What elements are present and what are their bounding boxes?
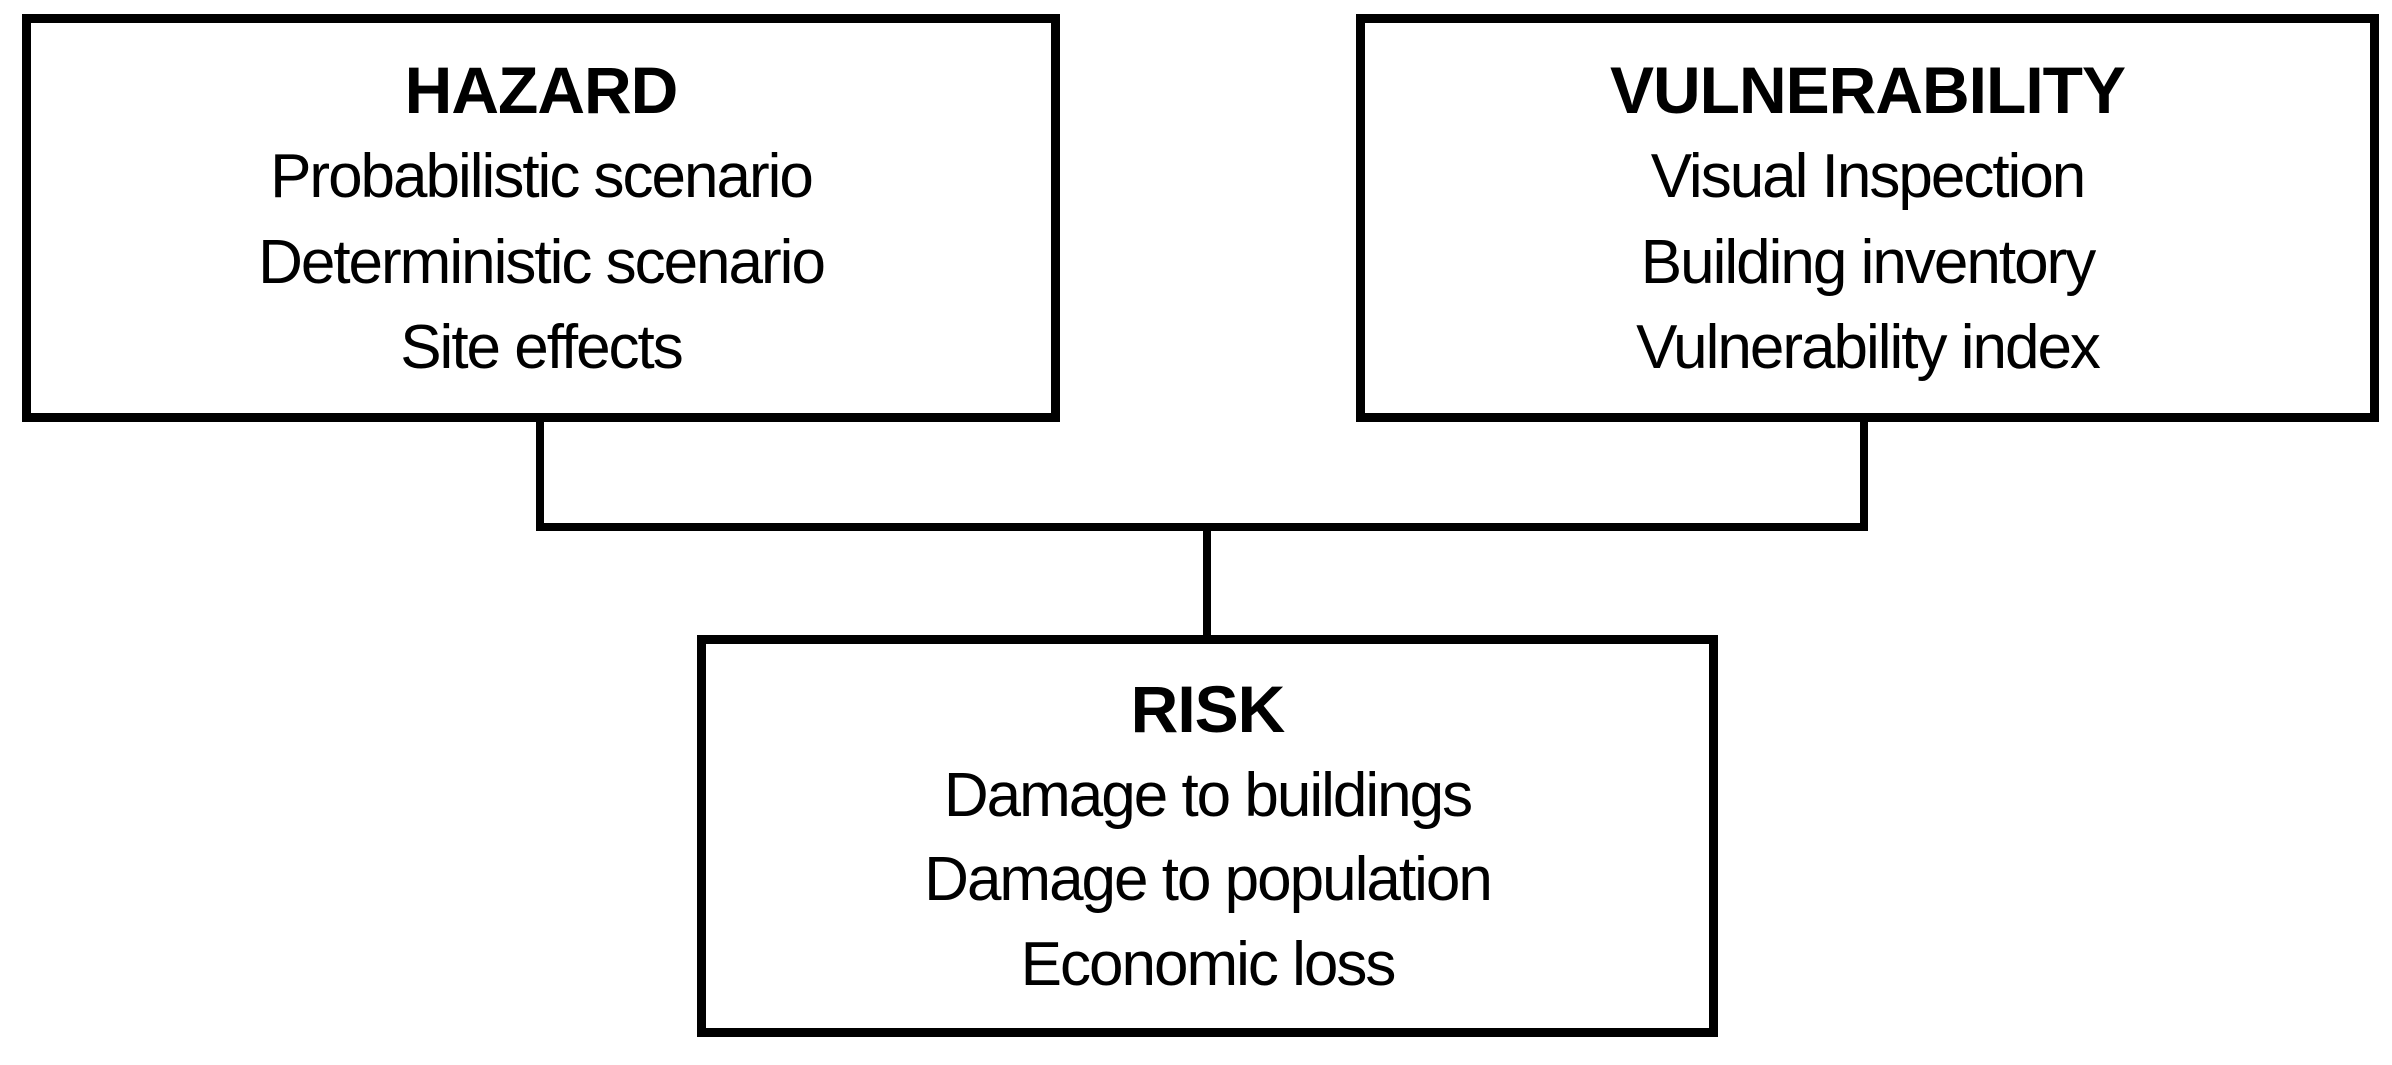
connector-line-hazard-stub [536, 420, 544, 531]
hazard-box-item: Probabilistic scenario [270, 142, 814, 212]
risk-box: RISK Damage to buildings Damage to popul… [697, 635, 1718, 1037]
connector-line-risk-stub [1203, 529, 1211, 637]
vulnerability-box-title: VULNERABILITY [1610, 52, 2126, 127]
vulnerability-box-item: Visual Inspection [1650, 142, 2087, 212]
hazard-box-title: HAZARD [404, 52, 679, 127]
risk-box-item: Damage to population [924, 845, 1493, 915]
vulnerability-box-item: Vulnerability index [1636, 313, 2101, 383]
hazard-box-item: Site effects [400, 313, 684, 383]
hazard-box: HAZARD Probabilistic scenario Determinis… [22, 14, 1060, 422]
risk-box-item: Economic loss [1020, 929, 1397, 999]
hazard-box-item: Deterministic scenario [258, 227, 826, 297]
risk-box-item: Damage to buildings [943, 760, 1473, 830]
connector-line-vulnerability-stub [1860, 420, 1868, 531]
vulnerability-box-item: Building inventory [1640, 227, 2096, 297]
vulnerability-box: VULNERABILITY Visual Inspection Building… [1356, 14, 2379, 422]
risk-box-title: RISK [1130, 672, 1286, 747]
connector-line-horizontal [536, 523, 1868, 531]
